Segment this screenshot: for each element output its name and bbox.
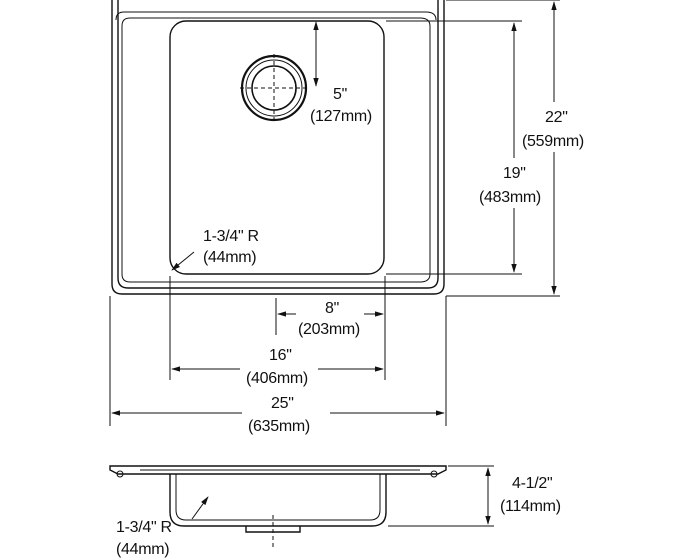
sink-height-imperial: 4-1/2" (512, 475, 552, 492)
sink-inner-rim (117, 0, 439, 289)
sink-height-dimension: 4-1/2" (114mm) (388, 465, 561, 527)
sink-bowl (169, 20, 385, 275)
bowl-depth-metric: (483mm) (479, 189, 541, 206)
corner-radius-side-metric: (44mm) (116, 541, 169, 558)
sink-height-metric: (114mm) (500, 498, 561, 515)
sink-deck-edge (115, 11, 437, 21)
overall-depth-imperial: 22" (545, 109, 568, 126)
bowl-width-dimension: 16" (406mm) (171, 347, 384, 387)
sink-outer-rim (111, 0, 445, 295)
side-view (109, 465, 447, 548)
overall-width-metric: (635mm) (248, 418, 310, 435)
drain-ring (245, 59, 303, 117)
bowl-depth-dimension: 19" (483mm) (386, 20, 550, 275)
drain-to-edge-imperial: 8" (325, 300, 339, 317)
overall-depth-dimension: 22" (559mm) (446, 0, 590, 297)
extension-lines (109, 276, 447, 426)
top-view (111, 0, 445, 295)
bowl-depth-imperial: 19" (503, 165, 526, 182)
sink-flange (109, 465, 447, 475)
overall-depth-metric: (559mm) (522, 133, 584, 150)
overall-width-imperial: 25" (271, 395, 294, 412)
corner-radius-side-imperial: 1-3/4" R (116, 519, 172, 536)
corner-radius-top-imperial: 1-3/4" R (203, 228, 259, 245)
drain-offset-dimension: 5" (127mm) (310, 21, 372, 125)
corner-radius-side-callout: 1-3/4" R (44mm) (116, 496, 209, 558)
sink-basin-profile (169, 474, 387, 527)
drain-to-edge-dimension: 8" (203mm) (277, 300, 384, 338)
drain-offset-imperial: 5" (333, 86, 347, 103)
drain-to-edge-metric: (203mm) (298, 321, 360, 338)
bowl-width-metric: (406mm) (246, 370, 308, 387)
corner-radius-top-callout: 1-3/4" R (44mm) (171, 228, 259, 271)
overall-width-dimension: 25" (635mm) (111, 395, 445, 435)
corner-radius-top-metric: (44mm) (203, 249, 256, 266)
drain-offset-metric: (127mm) (310, 108, 372, 125)
bowl-width-imperial: 16" (269, 347, 292, 364)
